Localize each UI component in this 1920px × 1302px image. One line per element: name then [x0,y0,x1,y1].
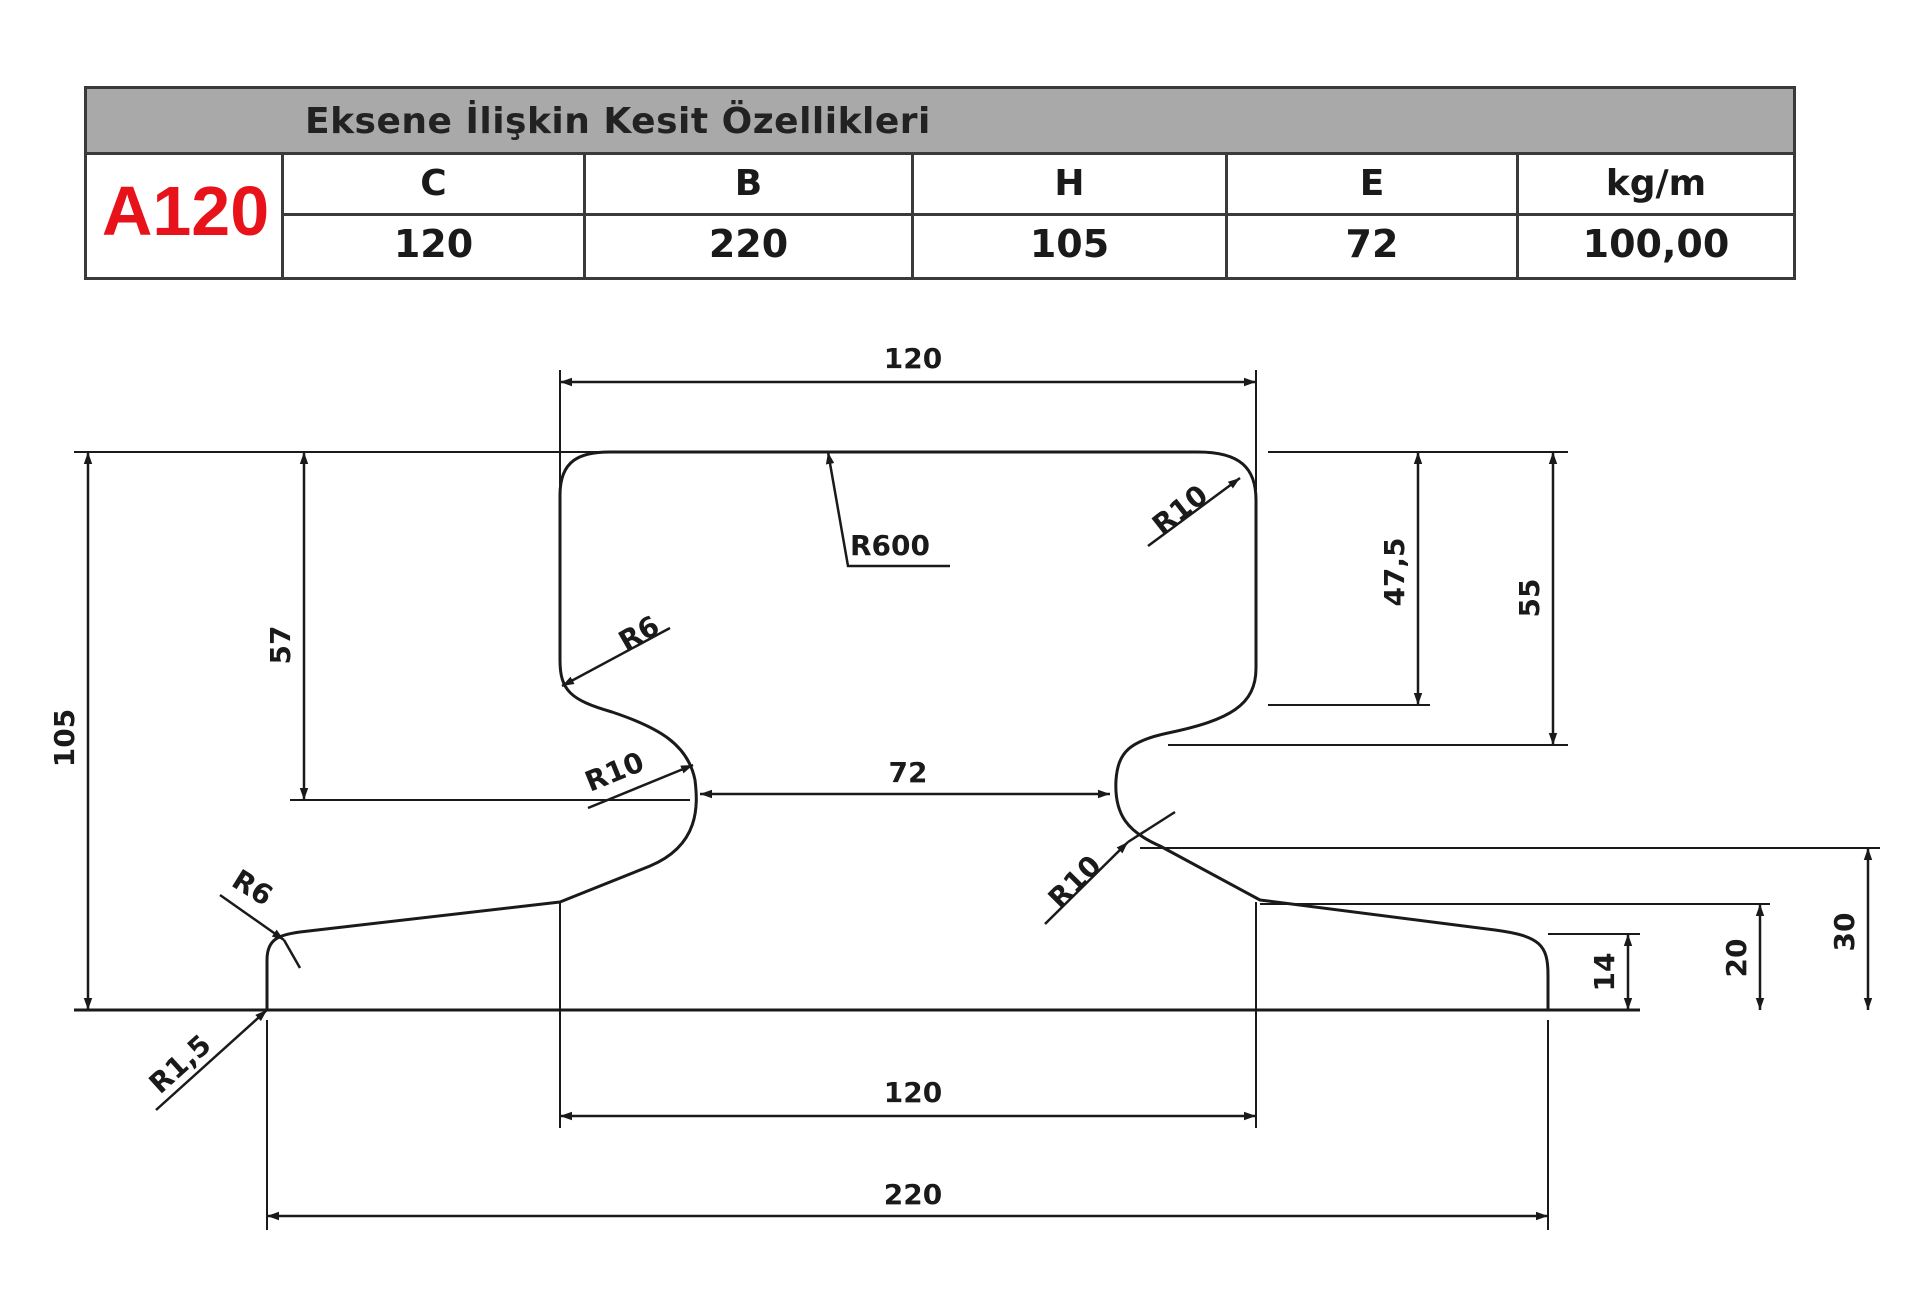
spec-table: Eksene İlişkin Kesit Özellikleri A120 C … [84,86,1796,280]
dim-text-55: 55 [1513,579,1546,618]
spec-table-header: Eksene İlişkin Kesit Özellikleri [87,89,1793,155]
column-value-e: 72 [1345,222,1399,266]
leader-r600 [825,451,950,568]
column-header-e: E [1228,155,1516,216]
leader-r6-head [561,626,671,688]
column-value-kg-m: 100,00 [1582,222,1730,266]
column-b: B 220 [586,155,914,277]
column-value-b: 220 [708,222,789,266]
leader-r10-neck-right-ext [1127,810,1176,844]
column-header-c: C [284,155,583,216]
dim-text-72: 72 [889,756,928,789]
dimension-lines [83,377,1873,1221]
rail-profile-outline [265,450,1550,1012]
column-e: E 72 [1228,155,1519,277]
dim-text-bottom-120: 120 [884,1076,942,1109]
dim-text-220: 220 [884,1178,942,1211]
dim-text-57: 57 [264,626,297,665]
model-label: A120 [101,172,270,250]
column-header-b: B [586,155,911,216]
radius-label-r10-top: R10 [1146,478,1214,541]
dim-text-47-5: 47,5 [1378,537,1411,606]
dim-text-top-120: 120 [884,342,942,375]
column-kg-m: kg/m 100,00 [1519,155,1793,277]
spec-table-title: Eksene İlişkin Kesit Özellikleri [305,101,931,142]
column-value-c: 120 [393,222,474,266]
leader-r10-neck-left [587,763,694,810]
leader-r6-foot [219,893,285,942]
extension-lines [74,370,1880,1230]
column-c: C 120 [284,155,586,277]
radius-label-r10-neck-left: R10 [580,745,648,798]
model-cell: A120 [87,155,284,277]
column-header-kg-m: kg/m [1519,155,1793,216]
leader-r10-top [1147,476,1241,548]
dim-text-14: 14 [1588,953,1621,992]
column-header-h: H [914,155,1225,216]
leader-r6-foot-ext [282,939,302,969]
radius-label-r10-neck-right: R10 [1042,849,1108,915]
column-value-h: 105 [1029,222,1110,266]
dim-text-20: 20 [1720,939,1753,978]
radius-label-r6-head: R6 [613,609,665,658]
column-h: H 105 [914,155,1228,277]
radius-leaders [155,451,1241,1111]
leader-r10-neck-right [1044,841,1129,925]
radius-label-r600: R600 [850,529,930,562]
leader-r1-5 [155,1009,268,1111]
dim-text-30: 30 [1828,913,1861,952]
dim-text-105: 105 [48,709,81,767]
